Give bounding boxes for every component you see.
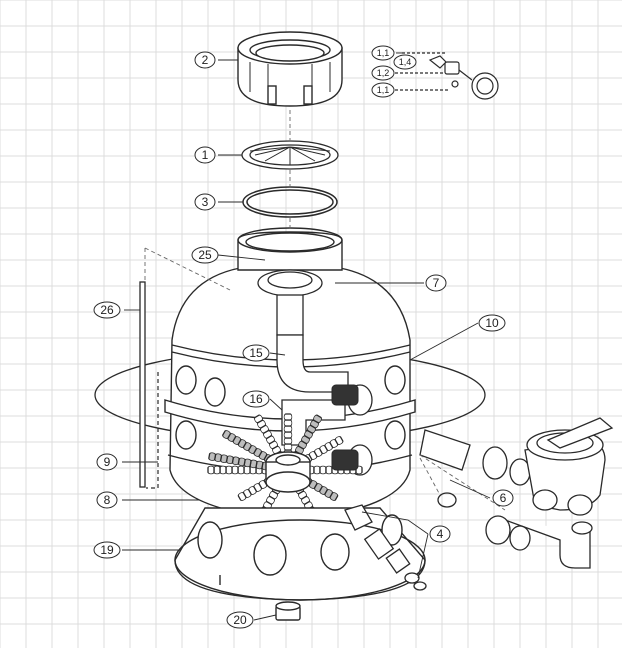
part-label-9-bubble xyxy=(96,453,118,471)
part-label-2-bubble xyxy=(194,51,216,69)
part-label-26: 26 xyxy=(100,303,114,317)
part-label-15-bubble xyxy=(242,344,270,362)
part-labels: 2 1 3 25 7 26 10 15 16 9 6 8 4 19 20 1,1 1,4 1,2 1,1 xyxy=(93,45,514,629)
part-label-1-1-top: 1,1 xyxy=(377,48,390,58)
part-label-1-bubble xyxy=(194,146,216,164)
callout-lines xyxy=(122,52,491,621)
part-9-bracket xyxy=(146,372,159,489)
part-label-20: 20 xyxy=(233,613,247,627)
part-label-4: 4 xyxy=(437,527,444,541)
ribbed-couplings xyxy=(331,384,359,471)
laterals-hub xyxy=(265,451,311,493)
part-label-1-4-bubble xyxy=(393,54,417,70)
lateral-finger xyxy=(283,413,293,457)
part-4-drain-assembly xyxy=(344,504,427,591)
part-label-19-bubble xyxy=(93,541,121,559)
part-label-7-bubble xyxy=(425,274,447,292)
part-label-7: 7 xyxy=(433,276,440,290)
part-label-1-1-bottom-bubble xyxy=(371,82,395,98)
part-20-drain-plug xyxy=(275,601,301,621)
part-26-rod xyxy=(139,281,146,488)
part-label-8: 8 xyxy=(104,493,111,507)
part-label-4-bubble xyxy=(429,525,451,543)
part-label-1-1-top-bubble xyxy=(371,45,395,61)
part-label-19: 19 xyxy=(100,543,114,557)
part-6-multiport-valve xyxy=(419,417,614,569)
part-label-26-bubble xyxy=(93,301,121,319)
part-label-8-bubble xyxy=(96,491,118,509)
part-label-1-4: 1,4 xyxy=(399,57,412,67)
part-label-6: 6 xyxy=(500,491,507,505)
part-label-20-bubble xyxy=(226,611,254,629)
pressure-gauge-assembly xyxy=(395,52,499,100)
part-19-base xyxy=(174,507,426,601)
part-label-3-bubble xyxy=(194,193,216,211)
part-label-10-bubble xyxy=(478,314,506,332)
part-label-9: 9 xyxy=(104,455,111,469)
part-2-lid-ring xyxy=(237,31,343,107)
part-label-3: 3 xyxy=(202,195,209,209)
part-label-25-bubble xyxy=(191,246,219,264)
part-label-1-2: 1,2 xyxy=(377,68,390,78)
part-1-lid-diffuser xyxy=(241,140,339,170)
part-3-o-ring xyxy=(242,186,338,218)
part-label-15: 15 xyxy=(249,346,263,360)
part-label-6-bubble xyxy=(492,489,514,507)
part-label-1-1-bottom: 1,1 xyxy=(377,85,390,95)
leader-lines xyxy=(144,110,506,511)
part-label-1-2-bubble xyxy=(371,65,395,81)
part-label-2: 2 xyxy=(202,53,209,67)
part-label-25: 25 xyxy=(198,248,212,262)
part-label-1: 1 xyxy=(202,148,209,162)
part-label-10: 10 xyxy=(485,316,499,330)
part-label-16: 16 xyxy=(249,392,263,406)
part-label-16-bubble xyxy=(242,390,270,408)
